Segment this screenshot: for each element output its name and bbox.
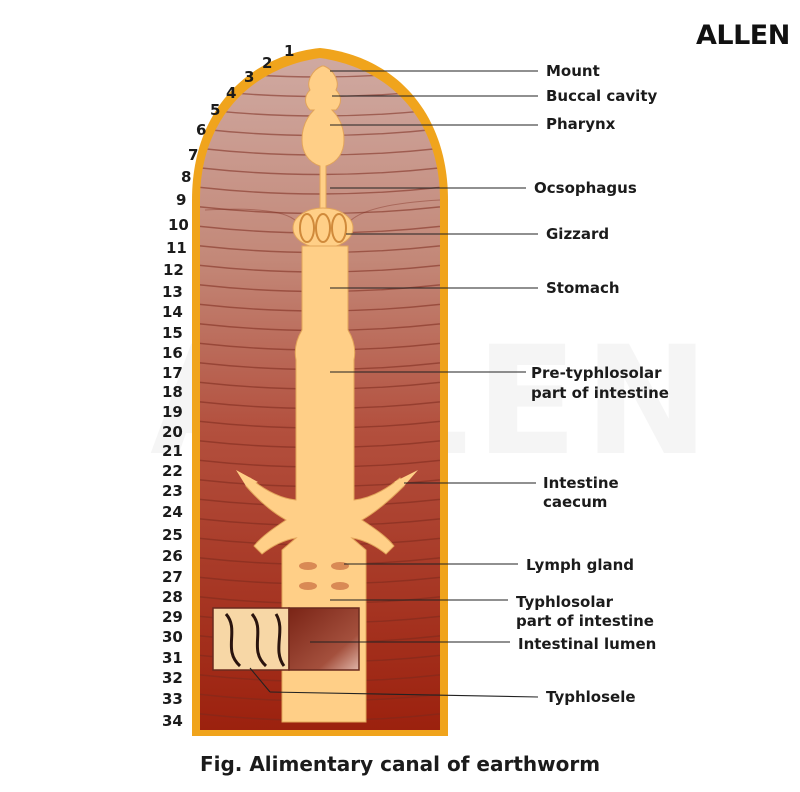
- label-pre-typhlosolar-2: part of intestine: [531, 384, 669, 402]
- label-oesophagus: Ocsophagus: [534, 179, 637, 197]
- allen-logo: ALLEN: [696, 20, 790, 51]
- segment-number: 12: [163, 261, 184, 279]
- segment-number: 34: [162, 712, 183, 730]
- segment-number: 18: [162, 383, 183, 401]
- segment-number: 32: [162, 669, 183, 687]
- label-lymph-gland: Lymph gland: [526, 556, 635, 574]
- segment-number: 13: [162, 283, 183, 301]
- label-gizzard: Gizzard: [546, 225, 610, 243]
- segment-number: 16: [162, 344, 183, 362]
- segment-number: 23: [162, 482, 183, 500]
- segment-number: 7: [188, 146, 199, 164]
- segment-number: 14: [162, 303, 183, 321]
- segment-number: 3: [244, 68, 255, 86]
- segment-number: 27: [162, 568, 183, 586]
- segment-number: 10: [168, 216, 189, 234]
- segment-number: 9: [176, 191, 187, 209]
- segment-number: 22: [162, 462, 183, 480]
- segment-number: 24: [162, 503, 183, 521]
- segment-number: 2: [262, 54, 273, 72]
- segment-number: 30: [162, 628, 183, 646]
- segment-number: 26: [162, 547, 183, 565]
- label-typhlosolar-2: part of intestine: [516, 612, 654, 630]
- segment-number: 15: [162, 324, 183, 342]
- segment-number: 25: [162, 526, 183, 544]
- segment-number: 33: [162, 690, 183, 708]
- label-mount: Mount: [546, 62, 600, 80]
- label-pharynx: Pharynx: [546, 115, 616, 133]
- segment-number: 20: [162, 423, 183, 441]
- label-typhlosole: Typhlosele: [546, 688, 636, 706]
- segment-number: 21: [162, 442, 183, 460]
- segment-number: 29: [162, 608, 183, 626]
- segment-number: 5: [210, 101, 221, 119]
- label-stomach: Stomach: [546, 279, 620, 297]
- segment-number: 28: [162, 588, 183, 606]
- segment-number: 19: [162, 403, 183, 421]
- figure-caption: Fig. Alimentary canal of earthworm: [199, 752, 601, 776]
- cut-section: [212, 607, 360, 671]
- label-intestine-caecum-2: caecum: [543, 493, 608, 511]
- alimentary-canal: [245, 65, 405, 723]
- label-intestinal-lumen: Intestinal lumen: [518, 635, 657, 653]
- segment-number: 11: [166, 239, 187, 257]
- label-buccal-cavity: Buccal cavity: [546, 87, 658, 105]
- segment-number: 1: [284, 42, 295, 60]
- segment-number: 17: [162, 364, 183, 382]
- segment-number: 6: [196, 121, 207, 139]
- label-intestine-caecum-1: Intestine: [543, 474, 619, 492]
- segment-number: 31: [162, 649, 183, 667]
- label-typhlosolar-1: Typhlosolar: [516, 593, 613, 611]
- segment-number: 8: [181, 168, 192, 186]
- segment-number: 4: [226, 84, 237, 102]
- label-pre-typhlosolar-1: Pre-typhlosolar: [531, 364, 662, 382]
